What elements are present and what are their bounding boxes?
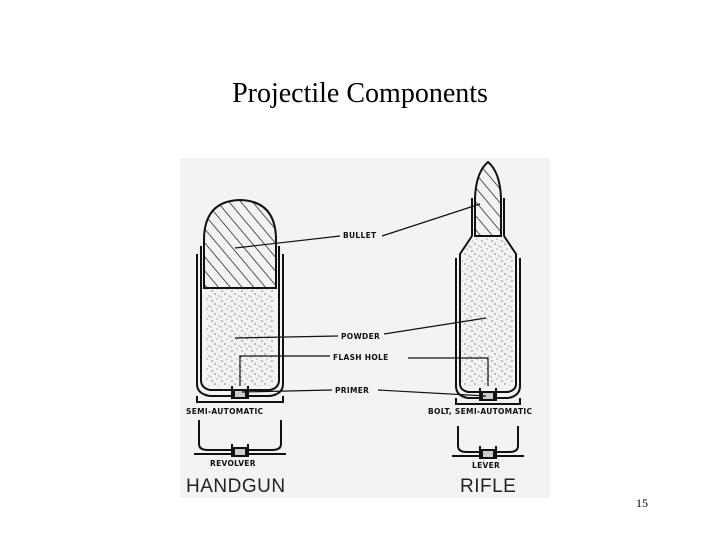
bolt-semi-automatic-caption: BOLT, SEMI-AUTOMATIC [428, 407, 532, 416]
rifle-cartridge [455, 160, 521, 405]
handgun-revolver-base [194, 420, 286, 457]
rifle-bullet [474, 160, 502, 237]
rifle-caption: RIFLE [460, 476, 516, 497]
rifle-primer [481, 391, 495, 401]
page-number: 15 [636, 496, 648, 510]
handgun-caption: HANDGUN [186, 476, 286, 497]
revolver-caption: REVOLVER [210, 459, 256, 468]
cartridge-diagram: BULLET POWDER FLASH HOLE PRIMER SEMI-AUT… [180, 158, 550, 498]
powder-label: POWDER [341, 332, 380, 341]
primer-label: PRIMER [335, 386, 369, 395]
semi-automatic-caption: SEMI-AUTOMATIC [186, 407, 264, 416]
handgun-primer [233, 389, 247, 399]
bullet-label: BULLET [343, 231, 377, 240]
flash-hole-label: FLASH HOLE [333, 353, 389, 362]
leader-lines [234, 203, 489, 397]
handgun-bullet [203, 198, 277, 289]
lever-caption: LEVER [472, 461, 500, 470]
rifle-lever-base [452, 426, 524, 459]
slide-title: Projectile Components [232, 78, 488, 109]
rifle-powder [462, 238, 514, 386]
